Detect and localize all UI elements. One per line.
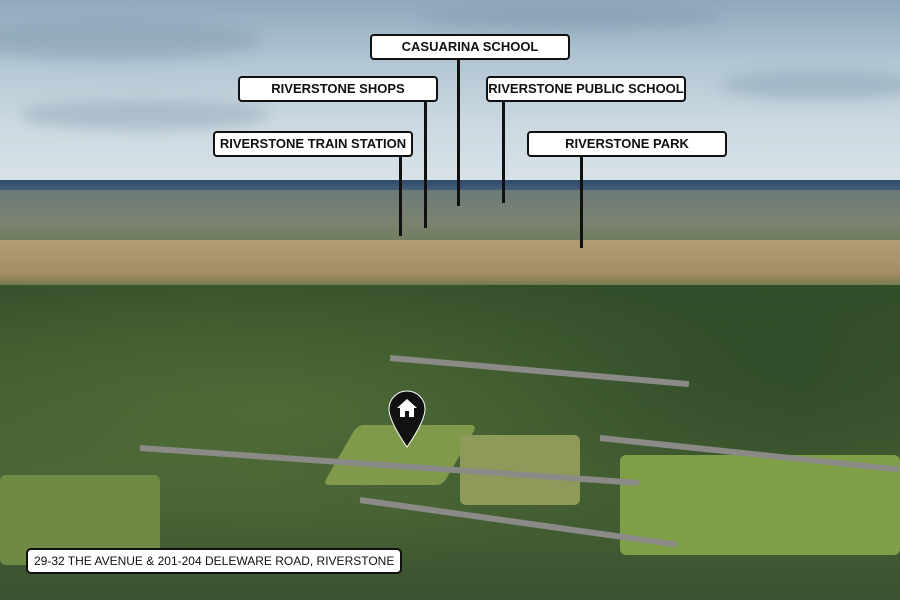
cloud bbox=[720, 70, 900, 100]
house-pin-icon bbox=[388, 390, 426, 448]
label-casuarina-school: CASUARINA SCHOOL bbox=[370, 34, 570, 60]
label-riverstone-shops: RIVERSTONE SHOPS bbox=[238, 76, 438, 102]
property-address: 29-32 THE AVENUE & 201-204 DELEWARE ROAD… bbox=[26, 548, 403, 574]
sky bbox=[0, 0, 900, 185]
horizon bbox=[0, 180, 900, 192]
leader-line bbox=[502, 101, 505, 203]
cloud bbox=[420, 5, 720, 30]
cloud bbox=[20, 100, 270, 130]
label-riverstone-public-school: RIVERSTONE PUBLIC SCHOOL bbox=[486, 76, 686, 102]
cloud bbox=[0, 20, 260, 60]
road bbox=[389, 355, 690, 388]
leader-line bbox=[580, 156, 583, 248]
bushland bbox=[0, 285, 900, 600]
label-riverstone-park: RIVERSTONE PARK bbox=[527, 131, 727, 157]
leader-line bbox=[424, 101, 427, 228]
leader-line bbox=[457, 59, 460, 206]
leader-line bbox=[399, 156, 402, 236]
grass-field bbox=[620, 455, 900, 555]
label-riverstone-train-station: RIVERSTONE TRAIN STATION bbox=[213, 131, 413, 157]
